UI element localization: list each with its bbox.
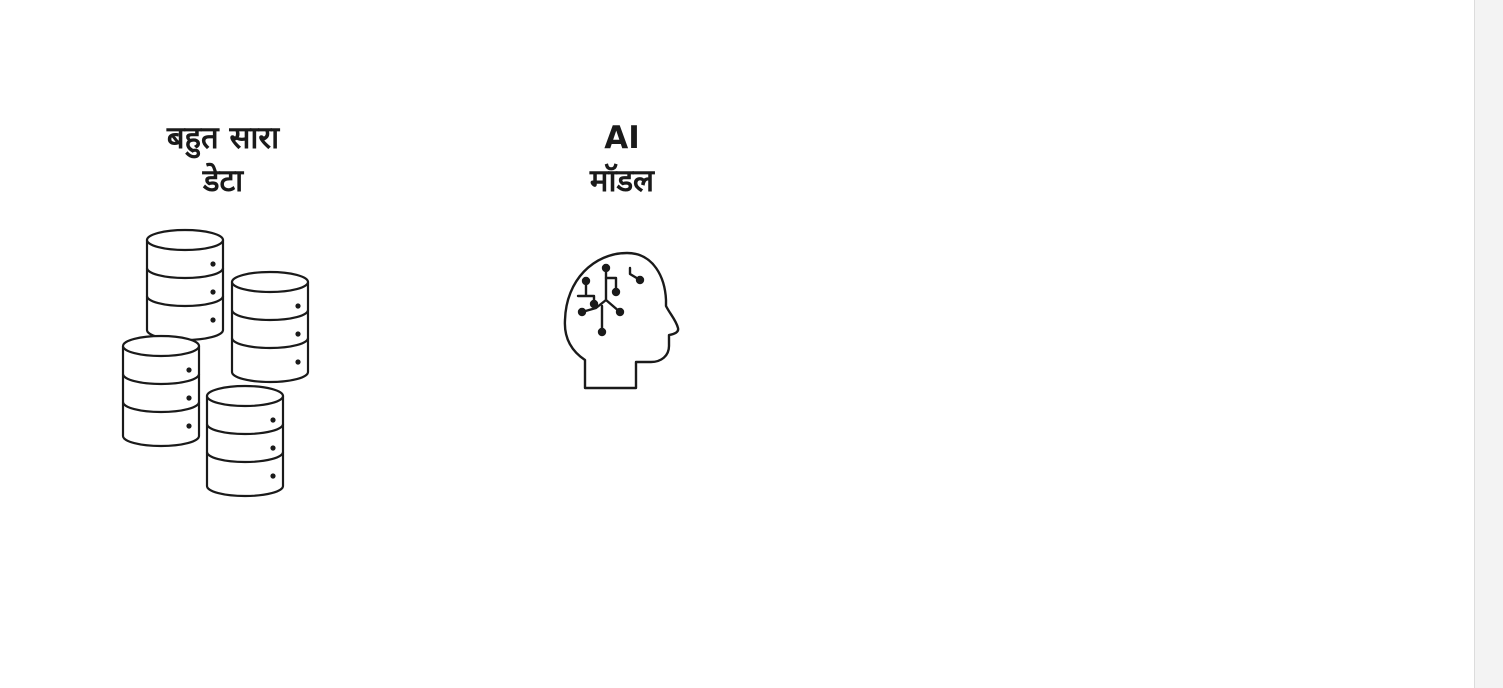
database-cylinder-icon bbox=[230, 270, 310, 384]
data-heading-line-2: डेटा bbox=[202, 163, 244, 199]
ai-heading-line-2: मॉडल bbox=[589, 163, 655, 199]
brain-circuit-head-icon bbox=[563, 251, 680, 390]
data-heading: बहुत सारा डेटा bbox=[123, 117, 323, 203]
database-cylinder-icon bbox=[145, 228, 225, 342]
database-stack-icon bbox=[121, 228, 310, 498]
ai-heading-line-1: AI bbox=[604, 120, 640, 156]
database-cylinder-icon bbox=[205, 384, 285, 498]
database-cylinder-icon bbox=[121, 334, 201, 448]
data-heading-line-1: बहुत सारा bbox=[166, 120, 280, 156]
page-edge-strip bbox=[1474, 0, 1503, 688]
ai-heading: AI मॉडल bbox=[522, 117, 722, 203]
